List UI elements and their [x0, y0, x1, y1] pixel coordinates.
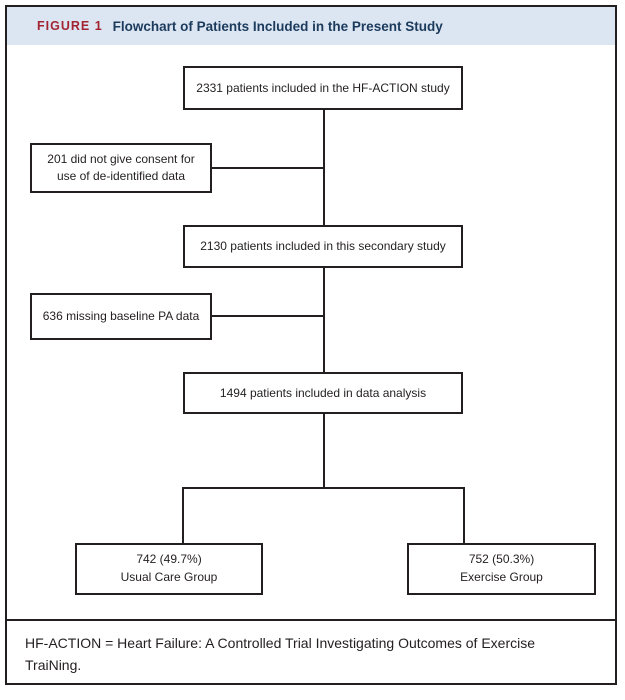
connector-analysis-to-split	[323, 414, 325, 489]
flow-node-exercise-group: 752 (50.3%) Exercise Group	[407, 543, 596, 595]
figure-header: FIGURE 1 Flowchart of Patients Included …	[7, 7, 615, 45]
flow-node-hf-action-study: 2331 patients included in the HF-ACTION …	[183, 66, 463, 110]
connector-to-exercise	[463, 489, 465, 543]
node-count: 752 (50.3%)	[468, 552, 535, 566]
flow-node-secondary-study: 2130 patients included in this secondary…	[183, 225, 463, 268]
flow-node-missing-pa: 636 missing baseline PA data	[30, 293, 212, 340]
connector-split-horizontal	[182, 487, 465, 489]
figure-number-label: FIGURE 1	[37, 19, 103, 33]
connector-missing-pa-branch	[212, 315, 325, 317]
flow-node-no-consent: 201 did not give consent for use of de-i…	[30, 143, 212, 193]
figure-title: Flowchart of Patients Included in the Pr…	[112, 18, 443, 34]
figure-frame: FIGURE 1 Flowchart of Patients Included …	[5, 5, 617, 685]
node-label: 2331 patients included in the HF-ACTION …	[196, 80, 450, 95]
connector-to-usual-care	[182, 489, 184, 543]
flow-node-data-analysis: 1494 patients included in data analysis	[183, 372, 463, 414]
footnote: HF-ACTION = Heart Failure: A Controlled …	[7, 619, 615, 681]
flowchart-canvas: 2331 patients included in the HF-ACTION …	[7, 45, 615, 619]
node-label-line1: 201 did not give consent for	[47, 152, 195, 167]
node-label: 636 missing baseline PA data	[42, 309, 200, 324]
flow-node-usual-care-group: 742 (49.7%) Usual Care Group	[75, 543, 263, 595]
node-label: 1494 patients included in data analysis	[219, 385, 427, 400]
connector-no-consent-branch	[212, 167, 325, 169]
node-label-line2: use of de-identified data	[56, 169, 186, 183]
node-group-name: Exercise Group	[460, 570, 543, 585]
footnote-text: HF-ACTION = Heart Failure: A Controlled …	[25, 635, 536, 674]
node-label: 2130 patients included in this secondary…	[200, 239, 446, 254]
node-count: 742 (49.7%)	[136, 552, 202, 566]
node-group-name: Usual Care Group	[120, 570, 218, 585]
connector-secondary-to-analysis	[323, 268, 325, 372]
